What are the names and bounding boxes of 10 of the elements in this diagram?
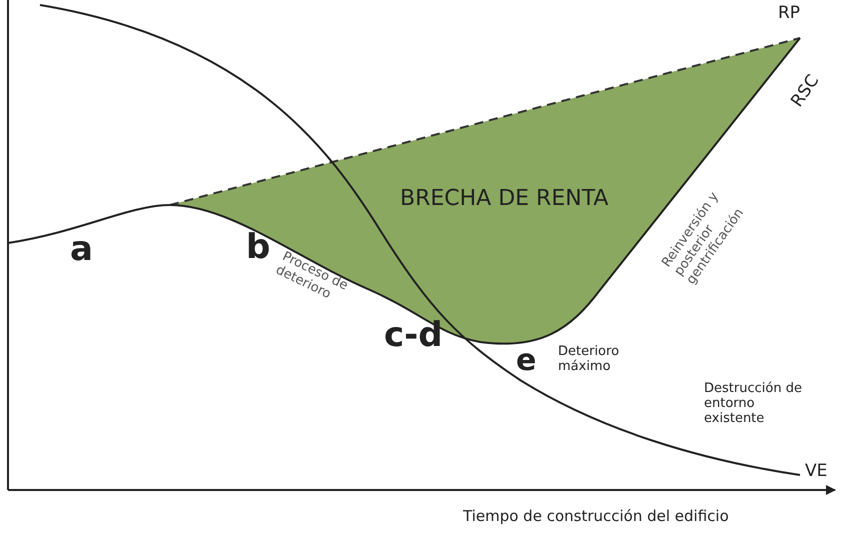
annotation-text: Deterioro máximo xyxy=(558,345,620,375)
curve-label: RP xyxy=(778,4,800,24)
point-label: b xyxy=(246,228,270,268)
point-label: e xyxy=(516,344,536,378)
area-label: BRECHA DE RENTA xyxy=(400,186,608,212)
point-label: a xyxy=(70,230,93,270)
curve-label: VE xyxy=(805,462,828,482)
axis-title: Tiempo de construcción del edificio xyxy=(463,508,729,526)
annotation-text: Destrucción de entorno existente xyxy=(704,382,803,427)
point-label: c-d xyxy=(384,316,443,356)
